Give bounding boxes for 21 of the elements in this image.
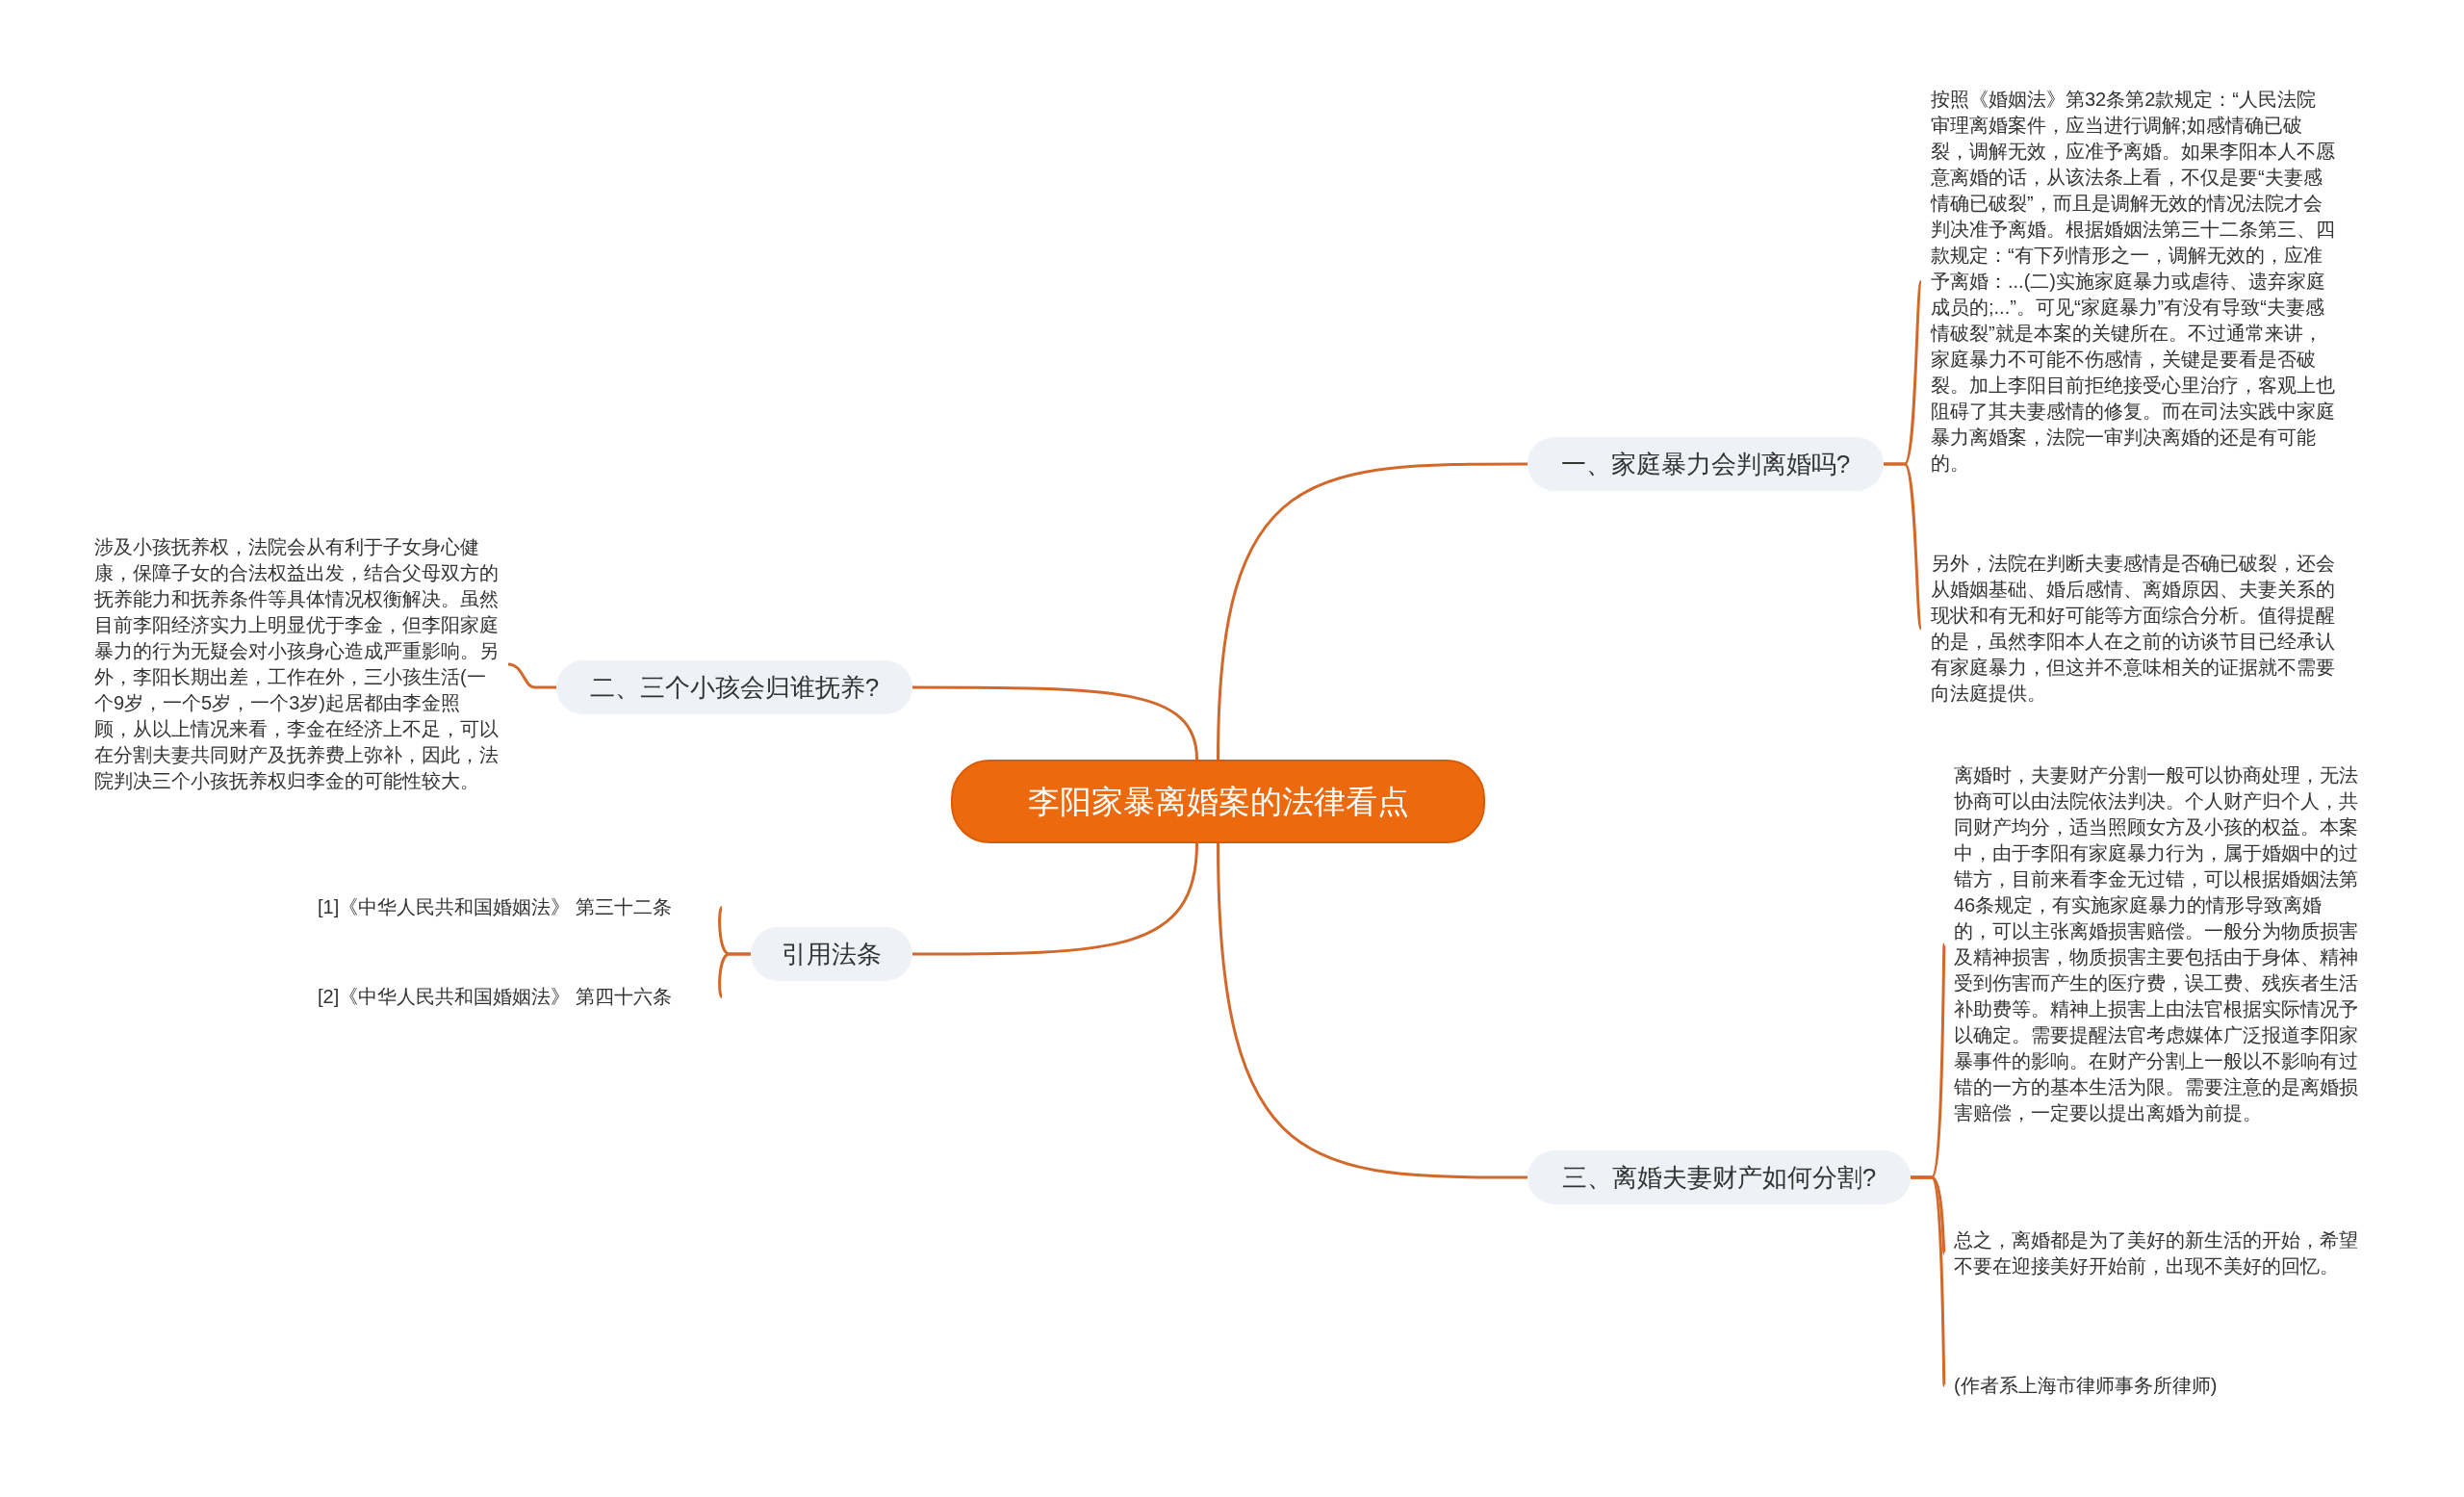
topic-pill: 一、家庭暴力会判离婚吗? xyxy=(1527,437,1884,491)
note-text: (作者系上海市律师事务所律师) xyxy=(1954,1373,2358,1399)
note-text: 离婚时，夫妻财产分割一般可以协商处理，无法协商可以由法院依法判决。个人财产归个人，共同财产均分，适当照顾女方及小孩的权益。本案中，由于李阳有家庭暴力行为，属于婚姻中的过错方，目前来看李金无过错，可以根据婚姻法第46条规定，有实施家庭暴力的情形导致离婚的，可以主张离婚损害赔偿。一般分为物质损害及精神损害，物质损害主要包括由于身体、精神受到伤害而产生的医疗费，误工费、残疾者生活补助费等。精神上损害上由法官根据实际情况予以确定。需要提醒法官考虑媒体广泛报道李阳家暴事件的影响。在财产分割上一般以不影响有过错的一方的基本生活为限。需要注意的是离婚损害赔偿，一定要以提出离婚为前提。 xyxy=(1954,762,2358,1126)
connector-line xyxy=(1911,1175,1946,1386)
connector-line xyxy=(1217,842,1527,1179)
connector-line xyxy=(912,685,1198,761)
note-text: 按照《婚姻法》第32条第2款规定：“人民法院审理离婚案件，应当进行调解;如感情确已破裂，调解无效，应准予离婚。如果李阳本人不愿意离婚的话，从该法条上看，不仅是要“夫妻感情确已破裂”，而且是调解无效的情况法院才会判决准予离婚。根据婚姻法第三十二条第三、四款规定：“有下列情形之一，调解无效的，应准予离婚：...(二)实施家庭暴力或虐待、遗弃家庭成员的;...”。可见“家庭暴力”有没有导致“夫妻感情破裂”就是本案的关键所在。不过通常来讲，家庭暴力不可能不伤感情，关键是要看是否破裂。加上李阳目前拒绝接受心里治疗，客观上也阻碍了其夫妻感情的修复。而在司法实践中家庭暴力离婚案，法院一审判决离婚的还是有可能的。 xyxy=(1931,87,2335,477)
note-text: 总之，离婚都是为了美好的新生活的开始，希望不要在迎接美好开始前，出现不美好的回忆。 xyxy=(1954,1227,2358,1279)
topic-pill: 二、三个小孩会归谁抚养? xyxy=(556,660,912,714)
topic-pill: 引用法条 xyxy=(751,927,912,981)
note-text: 另外，法院在判断夫妻感情是否确已破裂，还会从婚姻基础、婚后感情、离婚原因、夫妻关系的现状和有无和好可能等方面综合分析。值得提醒的是，虽然李阳本人在之前的访谈节目已经承认有家庭暴力，但这并不意味相关的证据就不需要向法庭提供。 xyxy=(1931,551,2335,707)
note-text: [2]《中华人民共和国婚姻法》 第四十六条 xyxy=(318,984,712,1010)
connector-line xyxy=(718,952,751,998)
note-text: 涉及小孩抚养权，法院会从有利于子女身心健康，保障子女的合法权益出发，结合父母双方的抚养能力和抚养条件等具体情况权衡解决。虽然目前李阳经济实力上明显优于李金，但李阳家庭暴力的行为无疑会对小孩身心造成严重影响。另外，李阳长期出差，工作在外，三小孩生活(一个9岁，一个5岁，一个3岁)起居都由李金照顾，从以上情况来看，李金在经济上不足，可以在分割夫妻共同财产及抚养费上弥补，因此，法院判决三个小孩抚养权归李金的可能性较大。 xyxy=(94,534,499,794)
connector-line xyxy=(507,662,556,689)
connector-line xyxy=(912,842,1198,956)
central-topic: 李阳家暴离婚案的法律看点 xyxy=(951,760,1485,843)
note-text: [1]《中华人民共和国婚姻法》 第三十二条 xyxy=(318,894,712,920)
connector-line xyxy=(1217,462,1527,761)
topic-pill: 三、离婚夫妻财产如何分割? xyxy=(1527,1150,1911,1204)
connector-line xyxy=(1884,462,1923,630)
